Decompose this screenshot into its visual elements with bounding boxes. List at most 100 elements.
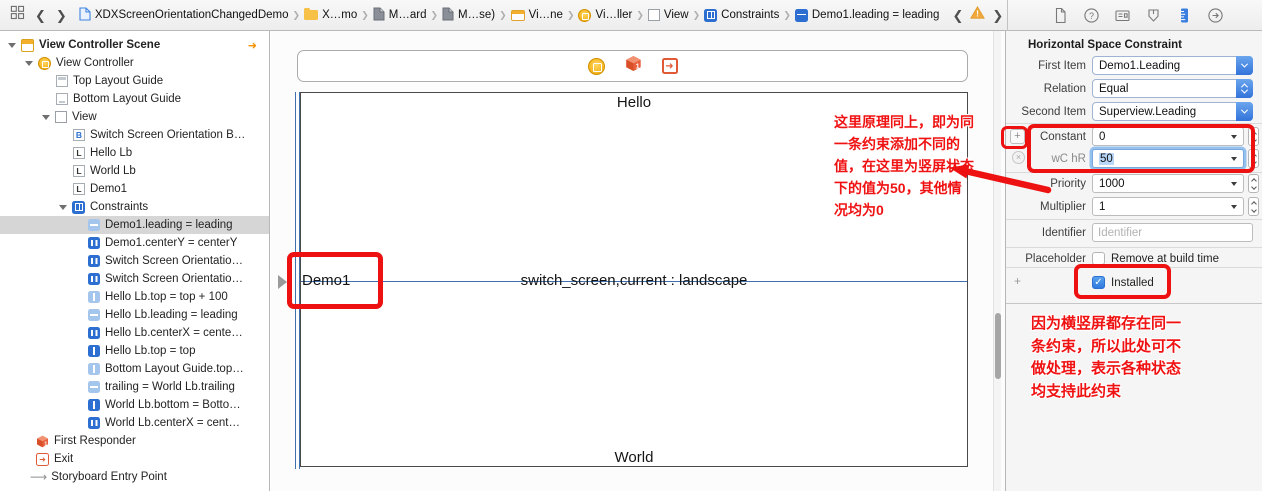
constraint-center-icon <box>88 237 100 249</box>
first-responder-dock-icon[interactable]: 1 <box>625 55 642 77</box>
exit-dock-icon[interactable]: ➜ <box>661 58 678 74</box>
warning-triangle-icon[interactable]: ! <box>970 6 986 24</box>
placeholder-label: Placeholder <box>1025 253 1086 265</box>
disclosure-triangle[interactable] <box>59 204 67 210</box>
breadcrumb-item-view[interactable]: View <box>647 9 689 21</box>
forward-button[interactable]: ❯ <box>55 7 67 23</box>
go-to-scene-arrow-icon[interactable]: ➜ <box>247 39 257 52</box>
view-canvas[interactable] <box>300 92 968 467</box>
breadcrumb-item-storyboard[interactable]: M…ard <box>373 7 426 24</box>
document-outline: View Controller Scene ➜ View Controller … <box>0 31 270 491</box>
leading-constraint-line <box>294 92 296 469</box>
priority-label: Priority <box>1050 178 1086 190</box>
first-item-popup[interactable]: Demo1.Leading <box>1092 56 1253 75</box>
sidebar-item-constraint-demo1-leading[interactable]: Demo1.leading = leading <box>0 216 269 234</box>
sidebar-item-constraints[interactable]: Constraints <box>0 198 269 216</box>
breadcrumb: XDXScreenOrientationChangedDemo ❯ X…mo ❯… <box>79 6 1003 24</box>
sidebar-item-top-layout-guide[interactable]: Top Layout Guide <box>0 72 269 90</box>
sidebar-item-view-controller-scene[interactable]: View Controller Scene ➜ <box>0 36 269 54</box>
sidebar-item-constraint-world-bottom[interactable]: World Lb.bottom = Botto… <box>0 396 269 414</box>
disclosure-triangle[interactable] <box>8 42 16 48</box>
installed-checkbox[interactable]: ✓ <box>1092 276 1105 289</box>
editor-scrollbar-track[interactable] <box>993 31 1001 491</box>
sidebar-item-constraint-hello-top[interactable]: Hello Lb.top = top <box>0 342 269 360</box>
sidebar-item-exit[interactable]: ➜ Exit <box>0 450 269 468</box>
help-inspector-tab[interactable]: ? <box>1079 4 1103 28</box>
back-button[interactable]: ❮ <box>35 7 46 23</box>
view-controller-dock-icon[interactable] <box>587 57 605 75</box>
size-inspector-tab[interactable] <box>1173 4 1197 28</box>
multiplier-stepper[interactable] <box>1248 197 1259 216</box>
sidebar-item-first-responder[interactable]: 1 First Responder <box>0 432 269 450</box>
sidebar-item-view[interactable]: View <box>0 108 269 126</box>
next-issue-button[interactable]: ❯ <box>992 7 1004 23</box>
disclosure-triangle[interactable] <box>42 114 50 120</box>
identifier-input[interactable] <box>1092 223 1253 242</box>
attributes-inspector-tab[interactable] <box>1142 4 1166 28</box>
inspector-tab-bar: ? <box>1048 2 1228 29</box>
world-label[interactable]: World <box>614 449 654 466</box>
breadcrumb-item-constraints[interactable]: Constraints <box>704 8 779 22</box>
sidebar-item-demo1[interactable]: L Demo1 <box>0 180 269 198</box>
breadcrumb-item-constraint[interactable]: Demo1.leading = leading <box>794 8 939 22</box>
constraint-center-icon <box>88 417 100 429</box>
sidebar-item-world-lb[interactable]: L World Lb <box>0 162 269 180</box>
relation-popup[interactable]: Equal <box>1092 79 1253 98</box>
switch-screen-label[interactable]: switch_screen,current : landscape <box>520 272 748 289</box>
wc-hr-stepper[interactable] <box>1248 149 1259 168</box>
sidebar-item-view-controller[interactable]: View Controller <box>0 54 269 72</box>
panel-divider[interactable] <box>1005 31 1006 491</box>
scene-file-icon <box>21 38 34 52</box>
multiplier-field[interactable]: 1 <box>1092 197 1244 216</box>
constant-stepper[interactable] <box>1248 127 1259 146</box>
add-variant-button[interactable]: + <box>1010 129 1025 144</box>
disclosure-triangle[interactable] <box>25 60 33 66</box>
previous-issue-button[interactable]: ❮ <box>952 7 964 23</box>
svg-text:1: 1 <box>44 441 47 447</box>
project-file-icon <box>79 6 91 24</box>
editor-scrollbar-thumb[interactable] <box>994 313 1001 379</box>
exit-icon: ➜ <box>36 452 49 466</box>
first-item-label: First Item <box>1038 60 1086 72</box>
sidebar-item-hello-lb[interactable]: L Hello Lb <box>0 144 269 162</box>
breadcrumb-item-view-controller[interactable]: Vi…ller <box>578 8 632 22</box>
priority-field[interactable]: 1000 <box>1092 174 1244 193</box>
sidebar-item-constraint-switch-1[interactable]: Switch Screen Orientatio… <box>0 252 269 270</box>
connections-inspector-tab[interactable] <box>1204 4 1228 28</box>
interface-builder-canvas[interactable]: 1 ➜ Hello Demo1 switch_screen,current : … <box>271 31 1005 491</box>
breadcrumb-item-folder[interactable]: X…mo <box>304 8 357 21</box>
chevron-up-down-icon <box>1236 79 1253 98</box>
remove-variant-button[interactable]: × <box>1012 151 1025 164</box>
sidebar-item-constraint-hello-leading[interactable]: Hello Lb.leading = leading <box>0 306 269 324</box>
demo1-label[interactable]: Demo1 <box>302 272 351 289</box>
sidebar-item-constraint-demo1-centery[interactable]: Demo1.centerY = centerY <box>0 234 269 252</box>
sidebar-item-storyboard-entry-point[interactable]: ⟶ Storyboard Entry Point <box>30 470 167 484</box>
hello-label[interactable]: Hello <box>616 94 652 111</box>
remove-at-build-time-checkbox[interactable] <box>1092 252 1105 265</box>
priority-stepper[interactable] <box>1248 174 1259 193</box>
sidebar-item-constraint-trailing-world[interactable]: trailing = World Lb.trailing <box>0 378 269 396</box>
view-icon <box>55 111 67 123</box>
chevron-down-icon <box>1236 56 1253 75</box>
dropdown-caret-icon <box>1231 182 1237 186</box>
constant-field[interactable]: 0 <box>1092 127 1244 146</box>
sidebar-item-constraint-hello-top-100[interactable]: Hello Lb.top = top + 100 <box>0 288 269 306</box>
wc-hr-constant-field[interactable]: 50 <box>1092 149 1244 168</box>
sidebar-item-constraint-switch-2[interactable]: Switch Screen Orientatio… <box>0 270 269 288</box>
breadcrumb-item-project[interactable]: XDXScreenOrientationChangedDemo <box>79 6 289 24</box>
sidebar-item-bottom-layout-guide[interactable]: Bottom Layout Guide <box>0 90 269 108</box>
identity-inspector-tab[interactable] <box>1110 4 1134 28</box>
sidebar-item-switch-button[interactable]: B Switch Screen Orientation B… <box>0 126 269 144</box>
sidebar-item-constraint-hello-centerx[interactable]: Hello Lb.centerX = cente… <box>0 324 269 342</box>
breadcrumb-item-storyboard-base[interactable]: M…se) <box>442 7 495 24</box>
related-items-grid-icon[interactable] <box>10 5 25 25</box>
sidebar-item-constraint-bottom-guide-top[interactable]: Bottom Layout Guide.top… <box>0 360 269 378</box>
file-inspector-tab[interactable] <box>1048 4 1072 28</box>
sidebar-item-constraint-world-centerx[interactable]: World Lb.centerX = cent… <box>0 414 269 432</box>
breadcrumb-item-scene[interactable]: Vi…ne <box>510 9 563 21</box>
second-item-popup[interactable]: Superview.Leading <box>1092 102 1253 121</box>
add-installed-variant-button[interactable]: + <box>1014 274 1022 288</box>
view-icon <box>647 9 660 21</box>
entry-point-arrow-icon: ⟶ <box>30 470 47 484</box>
constraint-icon <box>794 8 808 22</box>
